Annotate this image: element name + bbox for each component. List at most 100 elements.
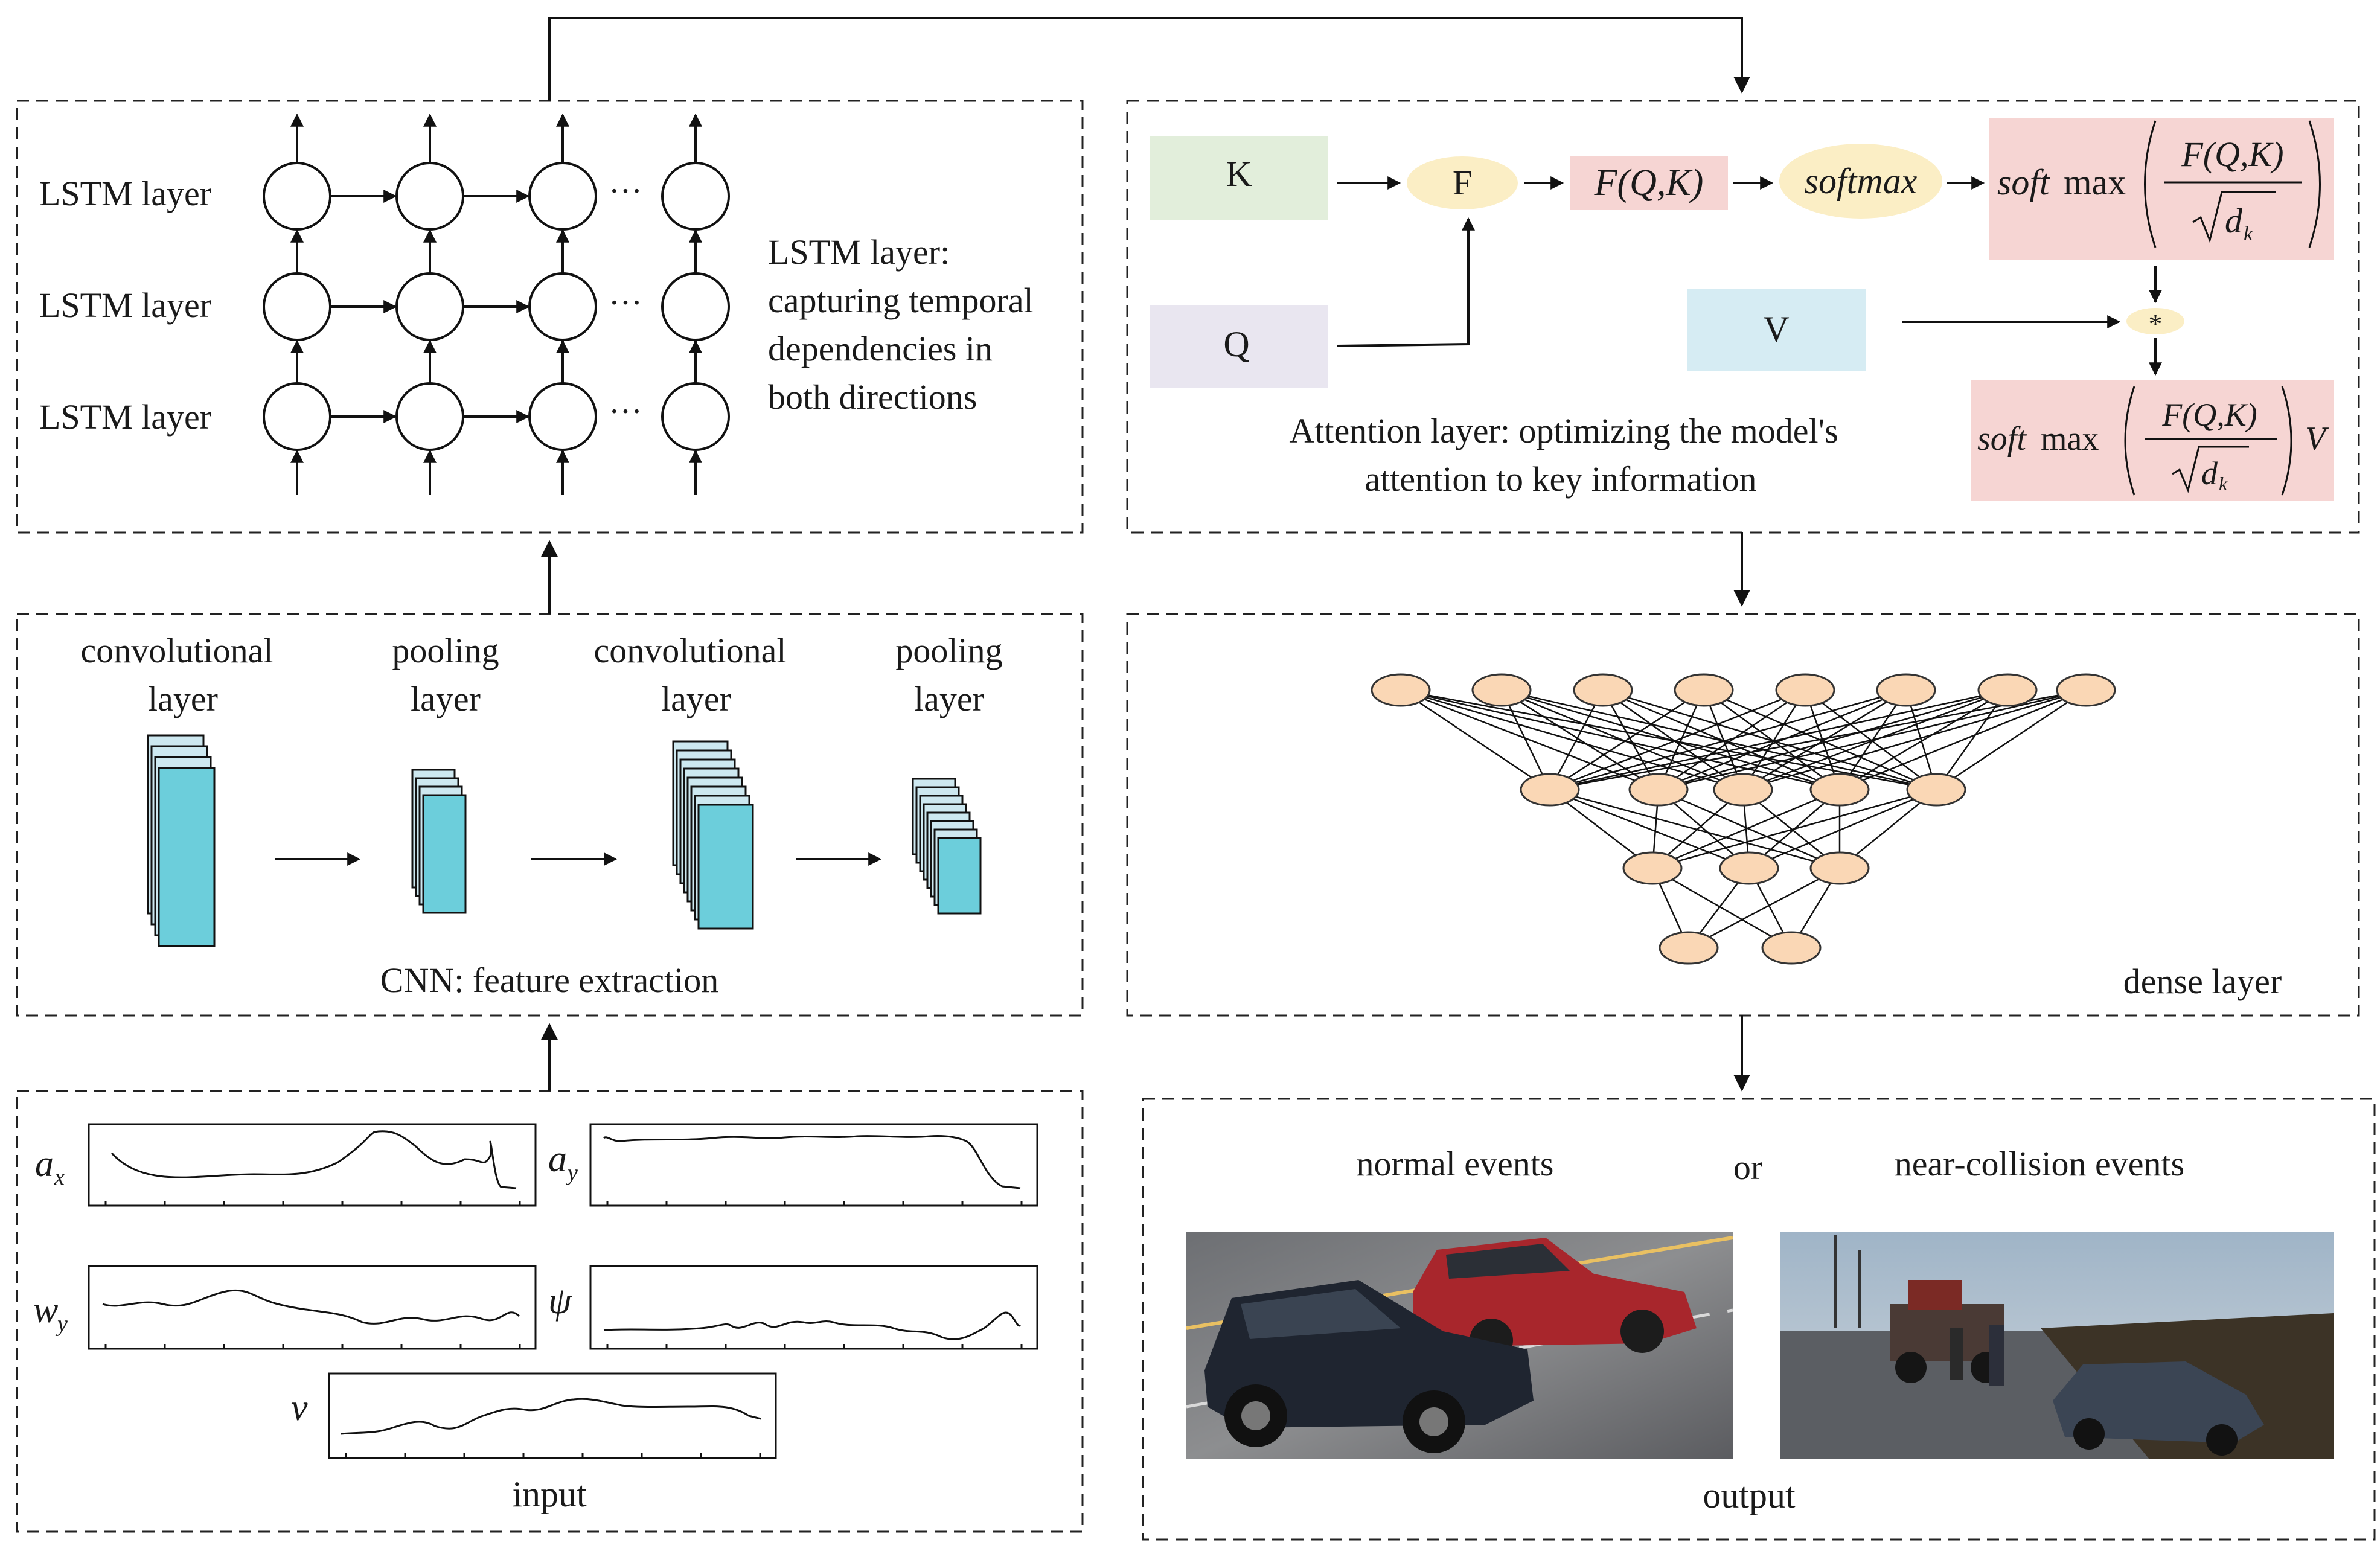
dense-connection — [1549, 689, 2008, 791]
dense-neuron — [1674, 673, 1734, 707]
signal-name: a — [548, 1139, 567, 1180]
cnn-layer-label: layer — [661, 679, 731, 718]
attention-description-line: Attention layer: optimizing the model's — [1289, 411, 1838, 450]
formula2: soft max F(Q,K) d k V — [1977, 386, 2329, 496]
formula-v: V — [2305, 420, 2329, 458]
formula-max: max — [2064, 162, 2126, 202]
dense-connection — [1602, 689, 1744, 791]
cnn-layer-label: layer — [411, 679, 481, 718]
dense-connection — [1400, 689, 1659, 791]
fqk-label: F(Q,K) — [1594, 162, 1704, 203]
dense-connection — [1652, 788, 1840, 869]
dense-network — [1371, 673, 2116, 965]
dense-neuron — [2056, 673, 2116, 707]
dense-connection — [1652, 867, 1792, 949]
fqk-box — [1570, 156, 1728, 210]
lstm-description: LSTM layer: capturing temporal dependenc… — [768, 232, 1034, 417]
output-panel — [1142, 1098, 2376, 1541]
dense-connection — [1658, 788, 1840, 869]
dense-neuron — [1906, 773, 1966, 807]
dense-connection — [1748, 788, 1937, 869]
signal-plot — [88, 1123, 537, 1207]
dense-connection — [1658, 689, 2008, 791]
formula-max: max — [2041, 420, 2099, 458]
dense-neuron — [1622, 851, 1683, 885]
lstm-cell — [528, 382, 597, 451]
output-left-label: normal events — [1357, 1144, 1554, 1183]
formula2-box — [1971, 380, 2334, 501]
lstm-cell — [263, 382, 331, 451]
dense-neuron — [1719, 851, 1779, 885]
input-signals: a x a y w y ψ v input — [33, 1123, 1038, 1514]
normal-events-photo — [1186, 1232, 1733, 1459]
lstm-cell — [395, 382, 464, 451]
dense-connection — [1742, 689, 1806, 790]
dense-connection — [1400, 689, 1744, 791]
cnn-layer-label: layer — [148, 679, 218, 718]
signal-plot — [328, 1372, 777, 1459]
lstm-ellipsis: ··· — [609, 284, 642, 322]
lstm-cell — [395, 272, 464, 341]
flow-connectors — [541, 17, 1750, 1092]
dense-connection — [1742, 689, 1907, 791]
cnn-layer-label: convolutional — [594, 631, 787, 670]
feature-map — [697, 804, 754, 930]
dense-neuron — [1371, 673, 1431, 707]
lstm-cell — [661, 272, 730, 341]
dense-neuron — [1809, 773, 1870, 807]
f-label: F — [1453, 163, 1472, 202]
lstm-row-label: LSTM layer — [39, 397, 211, 437]
dense-connection — [1742, 689, 2087, 791]
feature-map — [158, 767, 216, 947]
lstm-ellipsis: ··· — [609, 173, 642, 210]
lstm-description-line: LSTM layer: — [768, 232, 950, 272]
signal-subscript: y — [55, 1311, 68, 1337]
lstm-row-label: LSTM layer — [39, 174, 211, 213]
dense-connection — [1400, 689, 1840, 791]
lstm-cell — [661, 382, 730, 451]
dense-neuron — [1775, 673, 1835, 707]
q-box — [1150, 305, 1328, 388]
formula-k: k — [2219, 473, 2228, 494]
formula1: soft max F(Q,K) d k — [1997, 120, 2321, 248]
dense-connection — [1839, 689, 2087, 791]
signal-plot — [88, 1265, 537, 1350]
attention-description-line: attention to key information — [1364, 459, 1756, 499]
cnn-layer-label: pooling — [895, 631, 1002, 670]
dense-connection — [1501, 689, 1937, 791]
dense-connection — [1936, 689, 2087, 791]
attention-block: K Q F F(Q,K) softmax soft max F(Q,K) d k… — [1150, 118, 2334, 501]
lstm-cell — [263, 272, 331, 341]
output-label: output — [1703, 1476, 1796, 1515]
dense-connection — [1549, 788, 1750, 869]
lstm-description-line: dependencies in — [768, 329, 993, 368]
softmax-ellipse — [1779, 144, 1942, 219]
formula-numerator: F(Q,K) — [2181, 135, 2283, 174]
signal-name: a — [35, 1143, 54, 1185]
feature-map — [422, 794, 467, 914]
dense-connection — [1657, 689, 1705, 790]
dense-connection — [1549, 689, 1604, 790]
dense-neuron — [1761, 931, 1822, 965]
signal-name: ψ — [548, 1281, 572, 1322]
dense-connection — [1688, 867, 1840, 949]
multiply-ellipse — [2126, 308, 2184, 334]
softmax-label: softmax — [1805, 161, 1918, 201]
near-collision-photo — [1780, 1232, 2334, 1459]
lstm-cell — [528, 272, 597, 341]
lstm-ellipsis: ··· — [609, 393, 642, 430]
lstm-description-line: capturing temporal — [768, 281, 1034, 320]
feature-map — [937, 837, 982, 915]
dense-connection — [1501, 689, 1840, 791]
dense-connection — [1501, 689, 1744, 791]
dense-neuron — [1659, 931, 1719, 965]
lstm-row-label: LSTM layer — [39, 286, 211, 325]
dense-connection — [1602, 689, 1660, 790]
q-label: Q — [1223, 324, 1249, 364]
formula-d: d — [2201, 455, 2218, 491]
signal-subscript: x — [54, 1165, 65, 1190]
cnn-block: convolutional layer pooling layer convol… — [81, 631, 1003, 1000]
formula-soft: soft — [1997, 162, 2050, 202]
output-right-label: near-collision events — [1895, 1144, 2184, 1183]
